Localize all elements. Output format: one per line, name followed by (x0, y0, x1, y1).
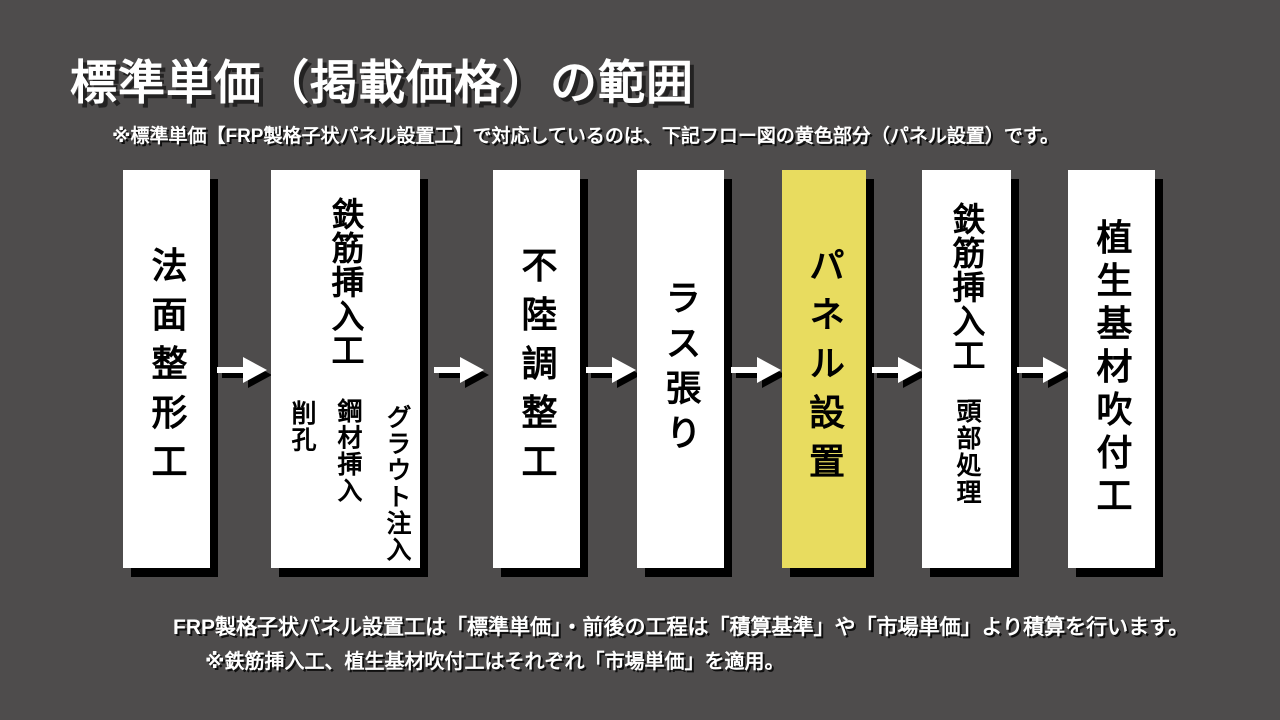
process-box-sublabel: グラウト注入 (383, 404, 411, 563)
process-box-label: 植生基材吹付工 (1091, 218, 1133, 520)
process-box-sublabel: 削孔 (288, 400, 316, 453)
flow-arrow-icon (1017, 357, 1072, 388)
process-box-leveling: 不陸調整工 (493, 170, 580, 568)
flow-arrow-icon (872, 357, 927, 388)
page-title: 標準単価（掲載価格）の範囲 (70, 56, 694, 109)
process-box-slope-grading: 法面整形工 (123, 170, 210, 568)
process-box-lath: ラス張り (637, 170, 724, 568)
process-box-rebar-insertion-head: 鉄筋挿入工 頭部処理 (922, 170, 1011, 568)
note-line-2: ※鉄筋挿入工、植生基材吹付工はそれぞれ「市場単価」を適用。 (205, 651, 785, 673)
process-box-label: 不陸調整工 (516, 246, 558, 492)
note-line-1: FRP製格子状パネル設置工は「標準単価」・前後の工程は「積算基準」や「市場単価」… (173, 616, 1189, 639)
process-box-rebar-insertion: 鉄筋挿入工 削孔 鋼材挿入 グラウト注入 (271, 170, 420, 568)
flow-arrow-icon (434, 357, 489, 388)
process-box-vegetation-spray: 植生基材吹付工 (1068, 170, 1155, 568)
flow-arrow-icon (586, 357, 641, 388)
flow-arrow-icon (731, 357, 786, 388)
flow-arrow-icon (217, 357, 272, 388)
process-box-sublabel: 鋼材挿入 (334, 398, 362, 504)
process-box-label: ラス張り (660, 279, 702, 459)
process-box-panel-installation: パネル設置 (782, 170, 866, 568)
process-box-label: 鉄筋挿入工 (948, 202, 985, 372)
process-box-label: パネル設置 (804, 246, 845, 492)
page-subtitle: ※標準単価【FRP製格子状パネル設置工】で対応しているのは、下記フロー図の黄色部… (112, 126, 1060, 147)
process-box-sublabel: 頭部処理 (953, 398, 981, 506)
process-box-label: 法面整形工 (146, 246, 188, 492)
process-box-label: 鉄筋挿入工 (327, 197, 364, 367)
